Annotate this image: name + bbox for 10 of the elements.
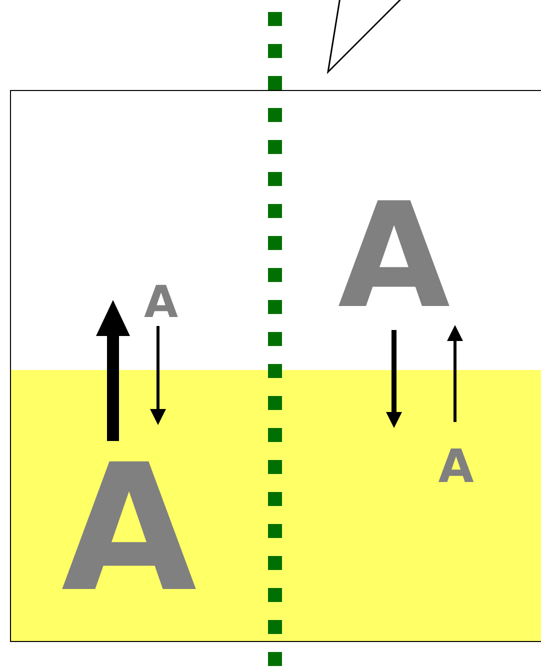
lower-phase-region xyxy=(10,370,541,642)
upper-phase-region xyxy=(10,90,541,371)
small-letter-label: A xyxy=(437,443,475,489)
arrow xyxy=(386,330,402,428)
arrow xyxy=(447,325,463,422)
large-letter-label: A xyxy=(336,184,452,329)
large-letter-label: A xyxy=(60,442,198,617)
small-letter-label: A xyxy=(142,281,180,325)
arrow xyxy=(96,300,130,441)
arrow xyxy=(150,326,166,425)
